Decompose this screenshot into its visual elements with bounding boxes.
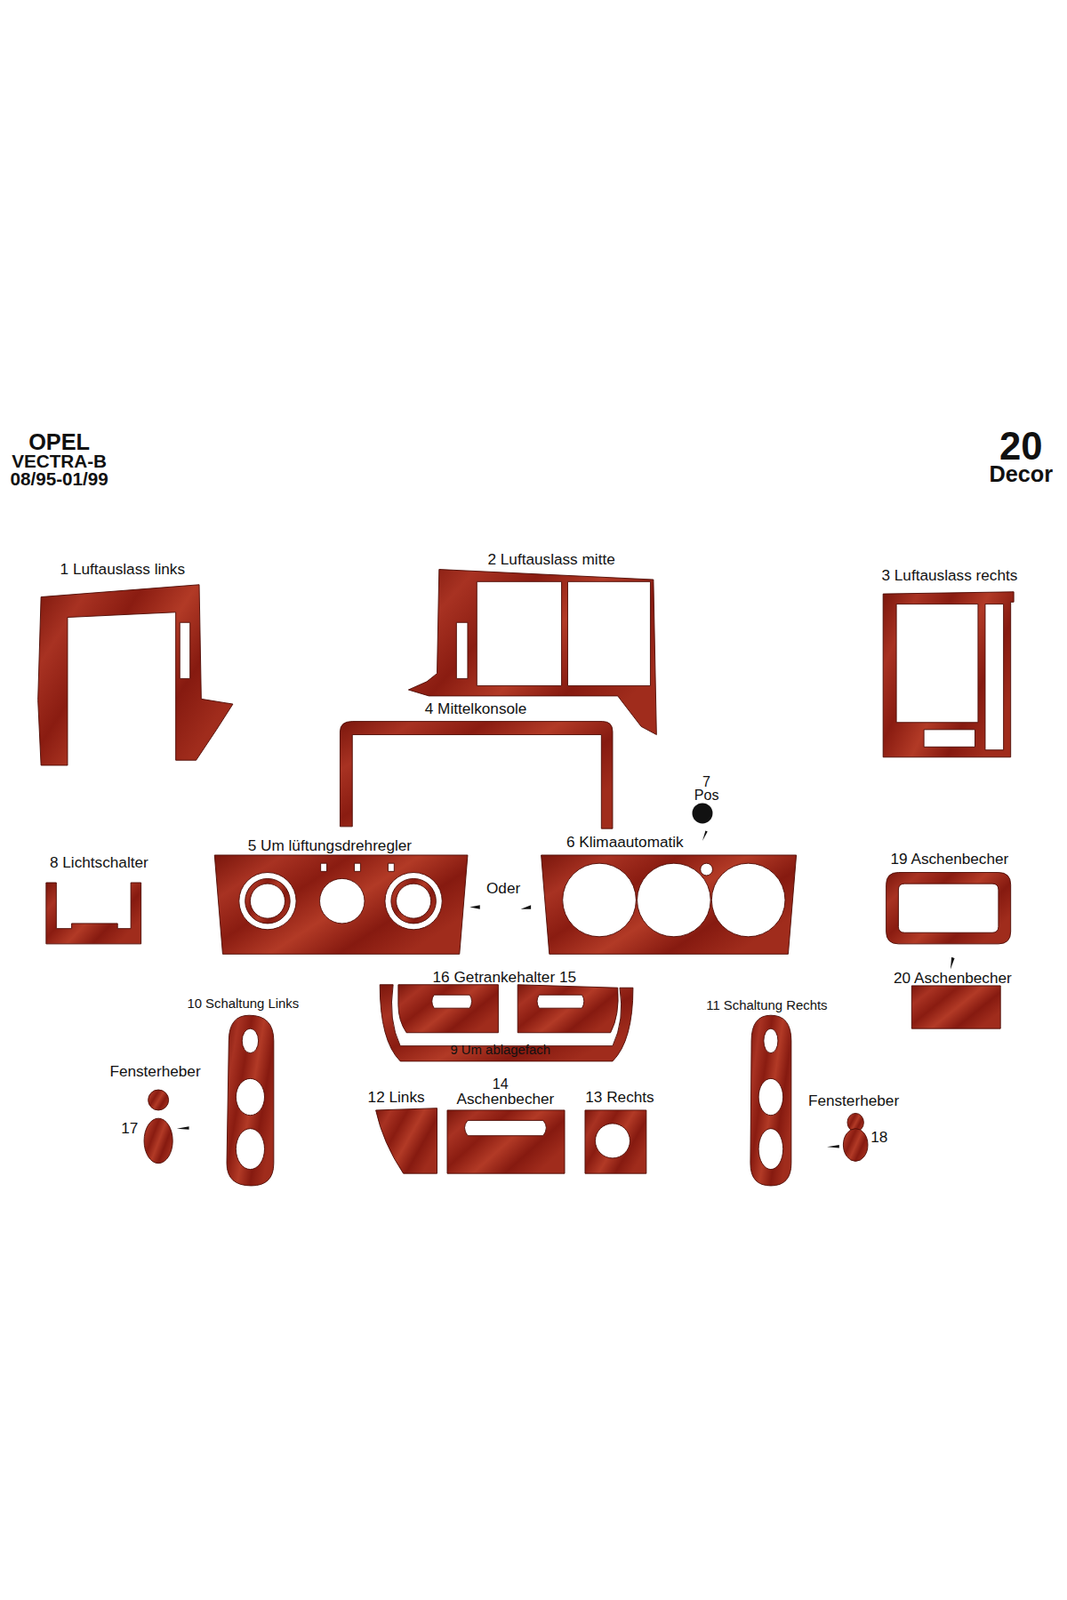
part-label: Fensterheber xyxy=(808,1091,899,1109)
part-label: Oder xyxy=(486,880,521,898)
part-label: 19 Aschenbecher xyxy=(890,850,1009,867)
part-label: 20 Aschenbecher xyxy=(893,970,1012,987)
part-label: 16 Getrankehalter 15 xyxy=(433,968,577,986)
part-label: 10 Schaltung Links xyxy=(186,996,299,1011)
part-label: 12 Links xyxy=(368,1089,426,1107)
part-label: 18 xyxy=(870,1129,888,1147)
part-label: Aschenbecher xyxy=(456,1090,554,1108)
part-label: 6 Klimaautomatik xyxy=(566,834,684,851)
part-label: 11 Schaltung Rechts xyxy=(705,998,827,1013)
part-label: Fensterheber xyxy=(109,1062,201,1080)
part-label: Pos xyxy=(694,787,720,804)
part-label: 8 Lichtschalter xyxy=(49,854,149,872)
part-label: 2 Luftauslass mitte xyxy=(487,551,615,569)
part-label: 08/95-01/99 xyxy=(9,468,108,490)
part-label: 5 Um lüftungsdrehregler xyxy=(248,836,412,854)
part-label: 17 xyxy=(120,1119,138,1137)
part-label: Decor xyxy=(988,462,1053,488)
part-label: 4 Mittelkonsole xyxy=(425,699,528,717)
part-label: 1 Luftauslass links xyxy=(60,560,185,578)
part-label: 3 Luftauslass rechts xyxy=(881,566,1018,584)
part-label: 13 Rechts xyxy=(585,1089,654,1107)
part-label: 9 Um ablagefach xyxy=(449,1042,551,1057)
